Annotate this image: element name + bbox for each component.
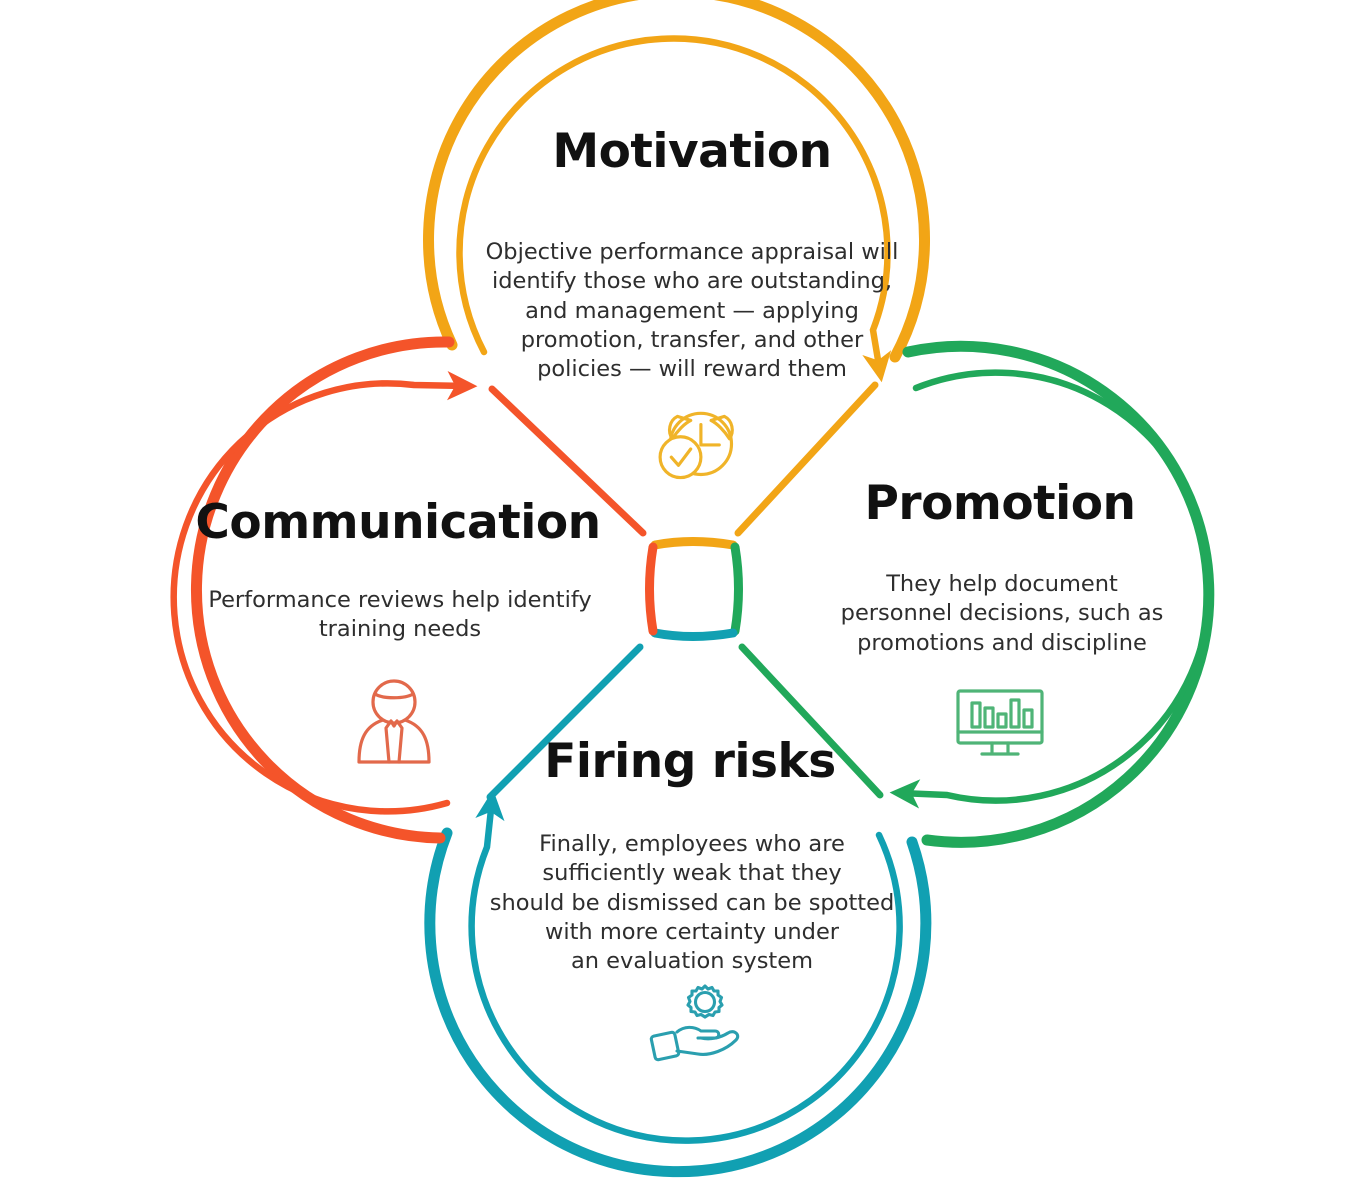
alarm-clock-check-icon — [658, 411, 734, 480]
petal-arc-communication — [170, 336, 478, 844]
spoke-firing-right — [738, 643, 884, 799]
hand-holding-gear-icon — [649, 984, 740, 1062]
center-square — [645, 537, 743, 641]
person-suit-icon — [357, 679, 431, 764]
spoke-firing-left — [486, 643, 644, 801]
petal-arc-motivation — [423, 0, 930, 383]
petal-arc-firing — [424, 789, 932, 1178]
spoke-motivation-left — [488, 385, 647, 537]
spoke-motivation-right — [734, 381, 879, 537]
monitor-bar-chart-icon — [956, 689, 1044, 756]
petal-arc-promotion — [889, 340, 1215, 848]
